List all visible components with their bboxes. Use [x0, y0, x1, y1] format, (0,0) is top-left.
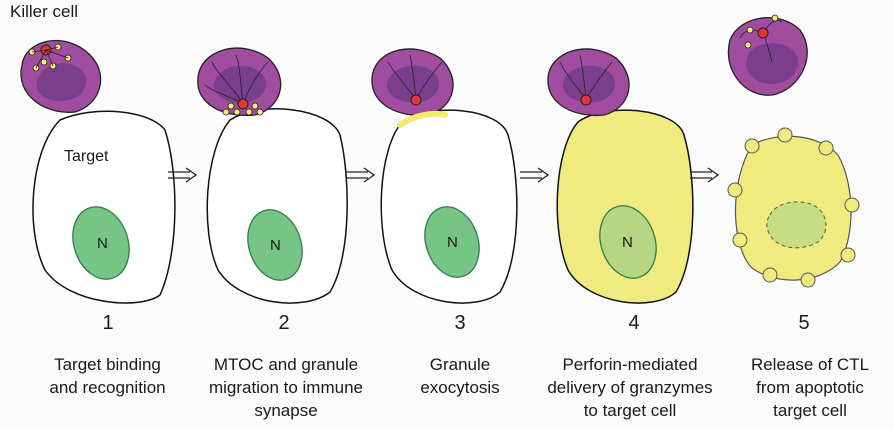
nucleus-label-3: N	[447, 234, 458, 251]
arrow-2	[346, 168, 374, 182]
mtoc	[238, 99, 248, 109]
step-number-4: 4	[614, 312, 654, 335]
mtoc	[581, 95, 591, 105]
step-caption-2: MTOC and granule migration to immune syn…	[196, 353, 376, 422]
stage-3	[372, 49, 517, 303]
mtoc	[411, 95, 421, 105]
arrow-4	[690, 168, 718, 182]
stage-2	[198, 48, 347, 303]
nucleus-label-4: N	[622, 234, 633, 251]
stage-5	[728, 15, 859, 287]
stage-4	[548, 49, 693, 303]
nucleus-label-1: N	[97, 235, 108, 252]
arrow-3	[520, 168, 548, 182]
step-number-3: 3	[440, 312, 480, 335]
step-caption-3: Granule exocytosis	[395, 353, 525, 399]
step-number-5: 5	[784, 312, 824, 335]
stage-1	[21, 41, 175, 303]
step-caption-4: Perforin-mediated delivery of granzymes …	[540, 353, 720, 422]
step-number-1: 1	[88, 312, 128, 335]
step-caption-5: Release of CTL from apoptotic target cel…	[735, 353, 885, 422]
step-number-2: 2	[264, 312, 304, 335]
fragmented-nucleus	[767, 202, 826, 248]
step-caption-1: Target binding and recognition	[20, 353, 195, 399]
nucleus-label-2: N	[270, 237, 281, 254]
killer-cell-label: Killer cell	[10, 2, 78, 22]
target-label: Target	[64, 148, 108, 166]
mtoc	[758, 28, 768, 38]
